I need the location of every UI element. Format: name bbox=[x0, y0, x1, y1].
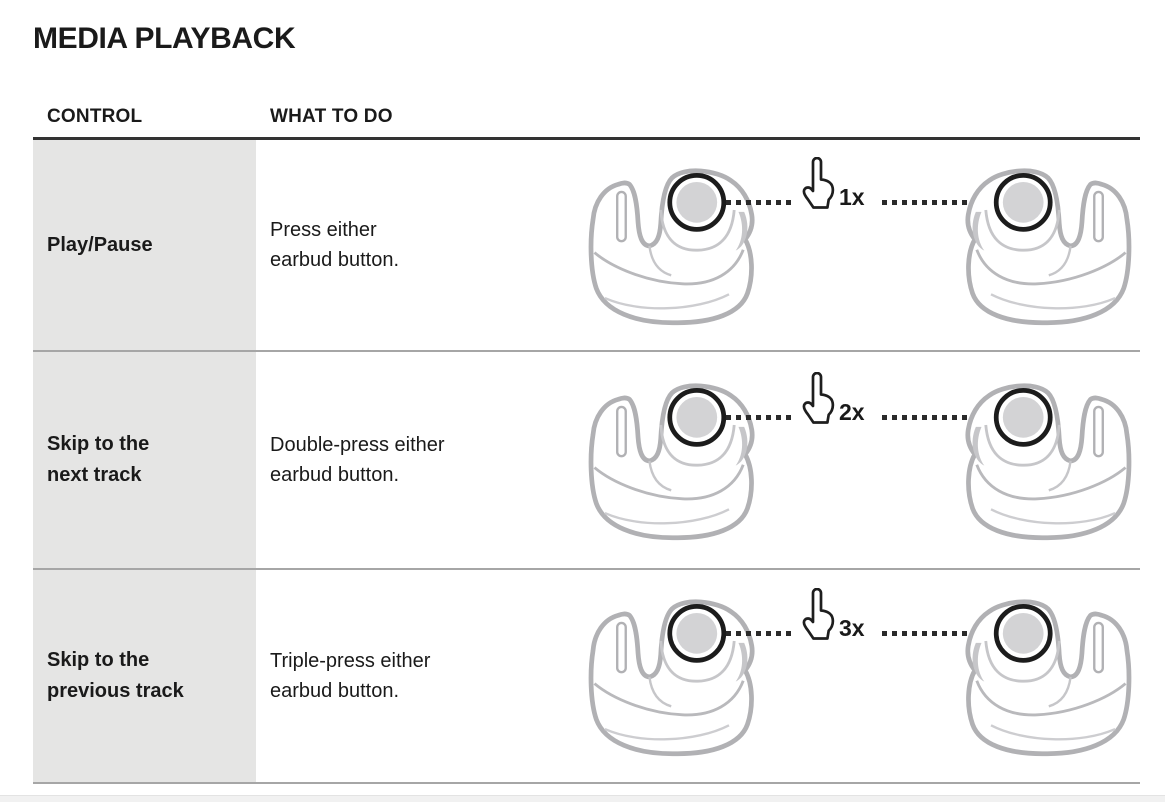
instruction-line: earbud button. bbox=[270, 249, 399, 271]
tap-gesture-icon bbox=[796, 588, 838, 642]
dotted-connector-line bbox=[882, 200, 998, 205]
control-label-line: previous track bbox=[47, 680, 184, 702]
right-earbud-icon bbox=[950, 370, 1140, 550]
left-earbud-icon bbox=[580, 370, 770, 550]
instruction-line: earbud button. bbox=[270, 464, 399, 486]
instruction-cell: Double-press either earbud button. bbox=[256, 352, 576, 568]
instruction-cell: Triple-press either earbud button. bbox=[256, 570, 576, 782]
tap-gesture-icon bbox=[796, 157, 838, 211]
dotted-connector-line bbox=[726, 415, 792, 420]
table-row-skip-previous: Skip to the previous track Triple-press … bbox=[33, 570, 1140, 784]
earbuds-tap-illustration: 1x bbox=[580, 155, 1140, 335]
instruction-line: earbud button. bbox=[270, 680, 399, 702]
illustration-cell: 1x bbox=[576, 140, 1140, 350]
control-label-line: Skip to the bbox=[47, 433, 150, 455]
control-label-line: Play/Pause bbox=[47, 233, 153, 256]
right-earbud-icon bbox=[950, 155, 1140, 335]
table-row-play-pause: Play/Pause Press either earbud button. 1… bbox=[33, 140, 1140, 352]
tap-gesture-icon bbox=[796, 372, 838, 426]
illustration-cell: 2x bbox=[576, 352, 1140, 568]
column-header-what-to-do: WHAT TO DO bbox=[270, 106, 393, 127]
dotted-connector-line bbox=[726, 631, 792, 636]
page-bottom-strip bbox=[0, 795, 1165, 802]
control-label-line: next track bbox=[47, 464, 142, 486]
table-row-skip-next: Skip to the next track Double-press eith… bbox=[33, 352, 1140, 570]
control-label-line: Skip to the bbox=[47, 649, 150, 671]
table-header-row: CONTROL WHAT TO DO bbox=[33, 105, 1140, 140]
dotted-connector-line bbox=[726, 200, 792, 205]
column-header-control: CONTROL bbox=[47, 106, 143, 127]
control-cell: Skip to the previous track bbox=[33, 570, 256, 782]
instruction-line: Triple-press either bbox=[270, 650, 431, 672]
dotted-connector-line bbox=[882, 631, 998, 636]
instruction-line: Double-press either bbox=[270, 434, 445, 456]
control-cell: Skip to the next track bbox=[33, 352, 256, 568]
dotted-connector-line bbox=[882, 415, 998, 420]
earbuds-tap-illustration: 3x bbox=[580, 586, 1140, 766]
right-earbud-icon bbox=[950, 586, 1140, 766]
press-count-label: 2x bbox=[839, 399, 865, 425]
press-count-label: 1x bbox=[839, 184, 865, 210]
illustration-cell: 3x bbox=[576, 570, 1140, 782]
page-title: MEDIA PLAYBACK bbox=[33, 22, 296, 55]
manual-page: MEDIA PLAYBACK CONTROL WHAT TO DO Play/P… bbox=[33, 22, 1140, 784]
instruction-cell: Press either earbud button. bbox=[256, 140, 576, 350]
tap-gesture-group: 1x bbox=[796, 157, 865, 211]
instruction-line: Press either bbox=[270, 219, 377, 241]
press-count-label: 3x bbox=[839, 615, 865, 641]
tap-gesture-group: 2x bbox=[796, 372, 865, 426]
earbuds-tap-illustration: 2x bbox=[580, 370, 1140, 550]
control-cell: Play/Pause bbox=[33, 140, 256, 350]
left-earbud-icon bbox=[580, 586, 770, 766]
tap-gesture-group: 3x bbox=[796, 588, 865, 642]
left-earbud-icon bbox=[580, 155, 770, 335]
media-playback-table: CONTROL WHAT TO DO Play/Pause Press eith… bbox=[33, 105, 1140, 784]
